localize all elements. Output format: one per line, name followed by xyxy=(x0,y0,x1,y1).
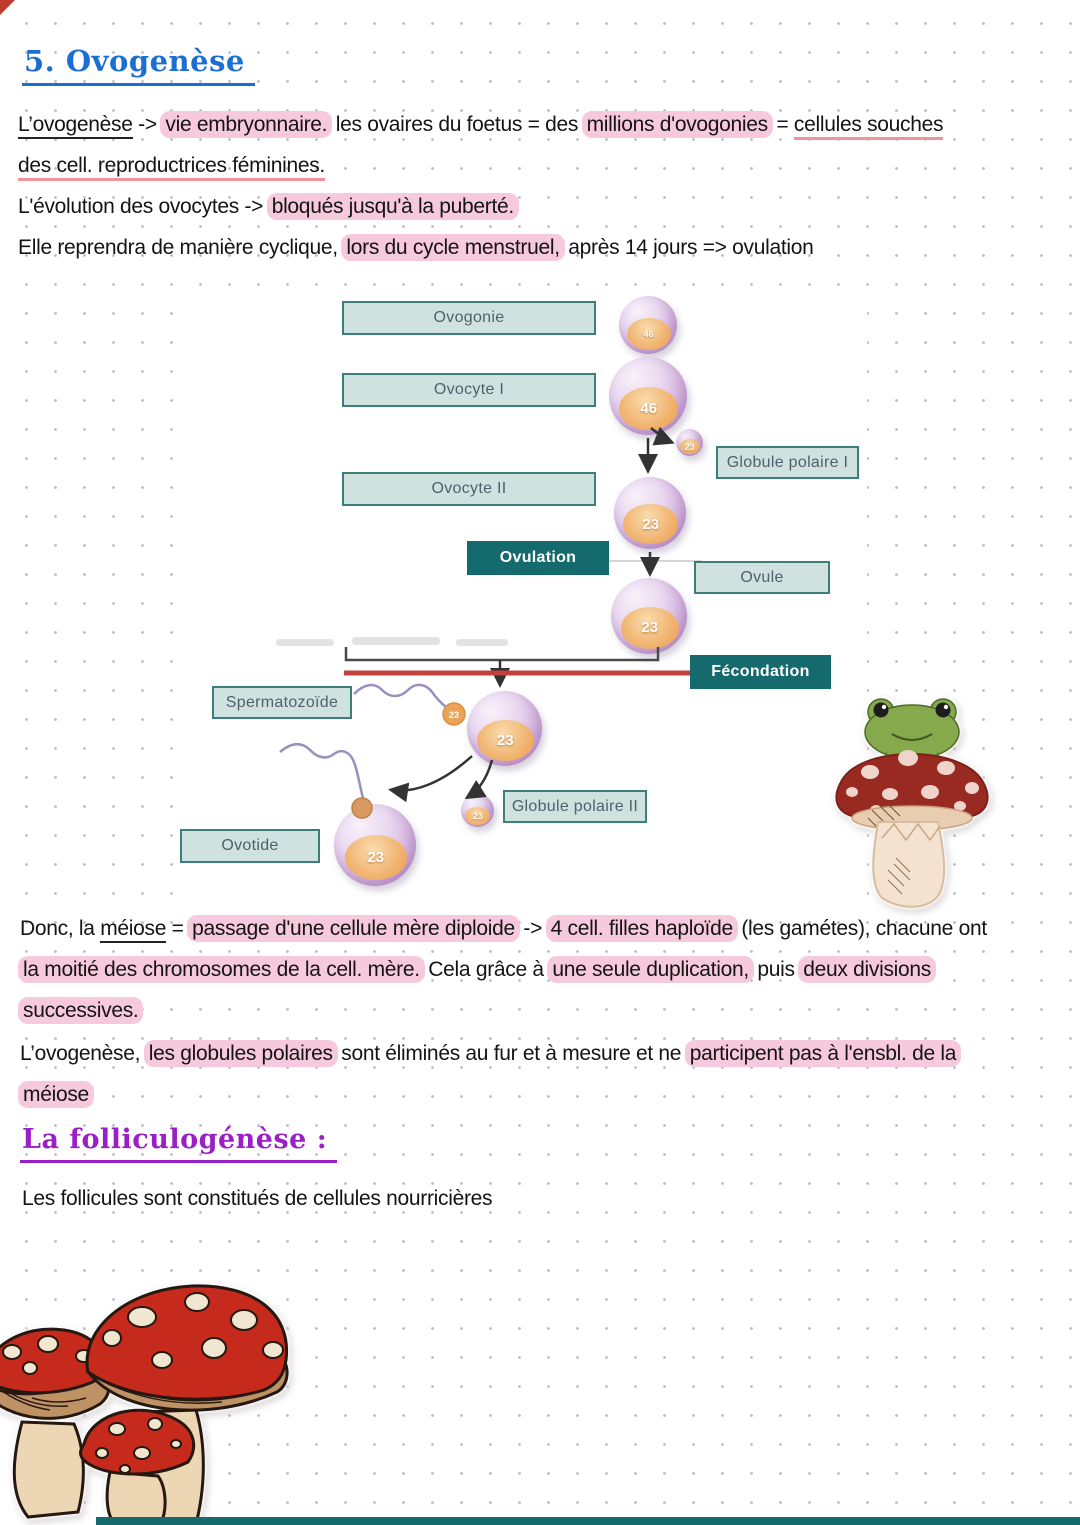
cell-globule-polaire-2: 23 xyxy=(461,794,494,827)
cell-ovocyte-2: 23 xyxy=(614,477,686,549)
text-segment: vie embryonnaire. xyxy=(160,111,333,138)
label-spermatozoide: Spermatozoïde xyxy=(212,686,352,719)
text-segment: successives. xyxy=(18,997,144,1024)
text-segment: méiose xyxy=(100,917,166,943)
red-corner-decoration xyxy=(0,0,15,15)
text-segment: -> xyxy=(132,113,163,136)
text-line: L'évolution des ovocytes -> bloqués jusq… xyxy=(18,186,943,227)
label-text: Ovulation xyxy=(499,549,577,566)
text-line: des cell. reproductrices féminines. xyxy=(18,145,943,186)
label-ovule: Ovule xyxy=(694,561,830,594)
cell-chromosome-count: 23 xyxy=(496,731,514,749)
text-segment: puis xyxy=(751,958,801,981)
red-mushrooms-sticker xyxy=(0,1284,289,1525)
label-text: Spermatozoïde xyxy=(225,693,339,711)
text-segment: la moitié des chromosomes de la cell. mè… xyxy=(18,956,425,983)
cell-chromosome-count: 23 xyxy=(472,810,483,821)
label-ovogonie: Ovogonie xyxy=(342,301,596,335)
text-segment: 4 cell. filles haploïde xyxy=(545,915,738,942)
text-line: successives. xyxy=(18,990,987,1031)
text-segment: les ovaires du foetus = des xyxy=(330,113,584,136)
text-segment: passage d'une cellule mère diploide xyxy=(187,915,520,942)
cell-ovocyte-1: 46 xyxy=(609,357,687,435)
text-segment: deux divisions xyxy=(798,956,936,983)
cell-ovotide: 23 xyxy=(334,804,416,886)
cell-chromosome-count: 23 xyxy=(641,619,659,637)
text-segment: = xyxy=(770,113,794,136)
text-segment: des cell. reproductrices féminines. xyxy=(18,154,325,181)
label-text: Ovotide xyxy=(221,837,279,854)
ovogenese-note-paragraph: L’ovogenèse, les globules polaires sont … xyxy=(18,1033,962,1115)
meiose-paragraph: Donc, la méiose = passage d'une cellule … xyxy=(18,908,987,1031)
text-segment: L'évolution des ovocytes -> xyxy=(18,195,269,218)
label-text: Fécondation xyxy=(711,663,810,680)
text-segment: L’ovogenèse xyxy=(18,113,133,139)
text-segment: = xyxy=(166,917,190,940)
label-ovulation: Ovulation xyxy=(467,541,609,575)
text-segment: (les gamétes), chacune ont xyxy=(735,917,987,940)
text-segment: participent pas à l'ensbl. de la xyxy=(684,1040,962,1067)
cell-globule-polaire-1: 23 xyxy=(676,429,703,456)
cell-chromosome-count: 46 xyxy=(640,399,658,417)
text-segment: Donc, la xyxy=(20,917,101,940)
text-segment: après 14 jours => ovulation xyxy=(562,236,814,259)
label-text: Ovocyte I xyxy=(433,381,505,398)
cell-chromosome-count: 46 xyxy=(643,328,654,339)
label-text: Ovocyte II xyxy=(431,480,507,497)
label-globule-polaire-2: Globule polaire II xyxy=(503,790,647,823)
label-text: Globule polaire I xyxy=(726,453,849,471)
next-section-box-edge xyxy=(96,1517,1080,1525)
text-line: L’ovogenèse -> vie embryonnaire. les ova… xyxy=(18,104,944,145)
cell-ovule: 23 xyxy=(611,578,687,654)
label-ovocyte-2: Ovocyte II xyxy=(342,472,596,506)
label-text: Globule polaire II xyxy=(511,797,639,815)
label-globule-polaire-1: Globule polaire I xyxy=(716,446,859,479)
text-segment: bloqués jusqu'à la puberté. xyxy=(266,193,519,220)
text-line: la moitié des chromosomes de la cell. mè… xyxy=(18,949,987,990)
text-segment: Elle reprendra de manière cyclique, xyxy=(18,236,344,259)
cell-ovogonie: 46 xyxy=(619,296,677,354)
text-segment: une seule duplication, xyxy=(547,956,754,983)
text-segment: Les follicules sont constitués de cellul… xyxy=(22,1187,493,1210)
follicules-paragraph: Les follicules sont constitués de cellul… xyxy=(22,1178,493,1219)
text-line: Donc, la méiose = passage d'une cellule … xyxy=(20,908,987,949)
text-segment: millions d'ovogonies xyxy=(581,111,773,138)
text-segment: Cela grâce à xyxy=(422,958,550,981)
text-line: Elle reprendra de manière cyclique, lors… xyxy=(18,227,943,268)
folliculogenese-subtitle: La folliculogénèse : xyxy=(20,1124,338,1163)
text-segment: L’ovogenèse, xyxy=(20,1042,146,1065)
text-segment: méiose xyxy=(18,1081,94,1108)
cell-chromosome-count: 23 xyxy=(367,849,385,867)
cell-chromosome-count: 23 xyxy=(642,515,660,533)
text-segment: les globules polaires xyxy=(143,1040,338,1067)
text-segment: sont éliminés au fur et à mesure et ne xyxy=(335,1042,687,1065)
text-segment: lors du cycle menstruel, xyxy=(341,234,565,261)
label-ovocyte-1: Ovocyte I xyxy=(342,373,596,407)
text-segment: cellules souches xyxy=(793,113,944,140)
text-line: méiose xyxy=(18,1074,959,1115)
label-fecondation: Fécondation xyxy=(690,655,831,689)
cell-chromosome-count: 23 xyxy=(684,441,695,452)
label-text: Ovogonie xyxy=(433,309,505,326)
text-segment: -> xyxy=(517,917,548,940)
intro-paragraph: L’ovogenèse -> vie embryonnaire. les ova… xyxy=(18,104,944,268)
cell-fertilized: 23 xyxy=(467,691,542,766)
label-text: Ovule xyxy=(740,568,784,586)
label-ovotide: Ovotide xyxy=(180,829,320,863)
text-line: Les follicules sont constitués de cellul… xyxy=(22,1178,493,1219)
page-title: 5. Ovogenèse xyxy=(22,44,255,86)
text-line: L’ovogenèse, les globules polaires sont … xyxy=(20,1033,962,1074)
frog-on-mushroom-sticker xyxy=(835,698,989,908)
